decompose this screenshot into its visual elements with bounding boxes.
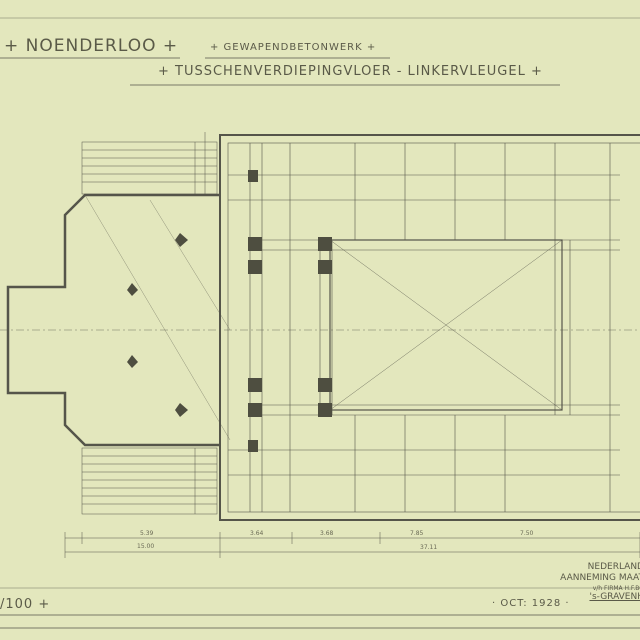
courtyard bbox=[329, 239, 563, 411]
title-underlines bbox=[0, 17, 640, 629]
stairs-top bbox=[81, 132, 218, 195]
stairs-bottom bbox=[81, 447, 218, 515]
project-title: + NOENDERLOO + bbox=[4, 36, 179, 56]
left-wing-outline bbox=[6, 193, 220, 447]
dim-left-segment: 5.39 bbox=[140, 530, 154, 537]
title-block-line-4: 's-GRAVENH bbox=[589, 592, 640, 602]
dim-seg2: 3.64 bbox=[250, 530, 264, 537]
scale-label: /100 + bbox=[0, 597, 51, 612]
dimension-lines bbox=[64, 532, 640, 558]
dim-15-00: 15.00 bbox=[137, 543, 154, 550]
dimension-labels: 15.00 5.39 3.64 3.68 7.85 7.50 37.11 bbox=[137, 530, 534, 551]
main-block-outline bbox=[219, 134, 640, 521]
title-block-line-2: AANNEMING MAAT bbox=[560, 573, 640, 583]
discipline-label: + GEWAPENDBETONWERK + bbox=[210, 42, 377, 53]
dim-seg4: 7.85 bbox=[410, 530, 424, 537]
title-block-line-1: NEDERLAND bbox=[587, 562, 640, 572]
dim-total: 37.11 bbox=[420, 544, 437, 551]
dim-seg5: 7.50 bbox=[520, 530, 534, 537]
beams bbox=[0, 143, 640, 512]
columns bbox=[127, 170, 332, 452]
title-block-line-3: v/h FIRMA H.F.BO bbox=[592, 585, 640, 592]
sheet-title: + TUSSCHENVERDIEPINGVLOER - LINKERVLEUGE… bbox=[158, 64, 543, 79]
date-label: · OCT: 1928 · bbox=[492, 598, 570, 609]
dim-seg3: 3.68 bbox=[320, 530, 334, 537]
